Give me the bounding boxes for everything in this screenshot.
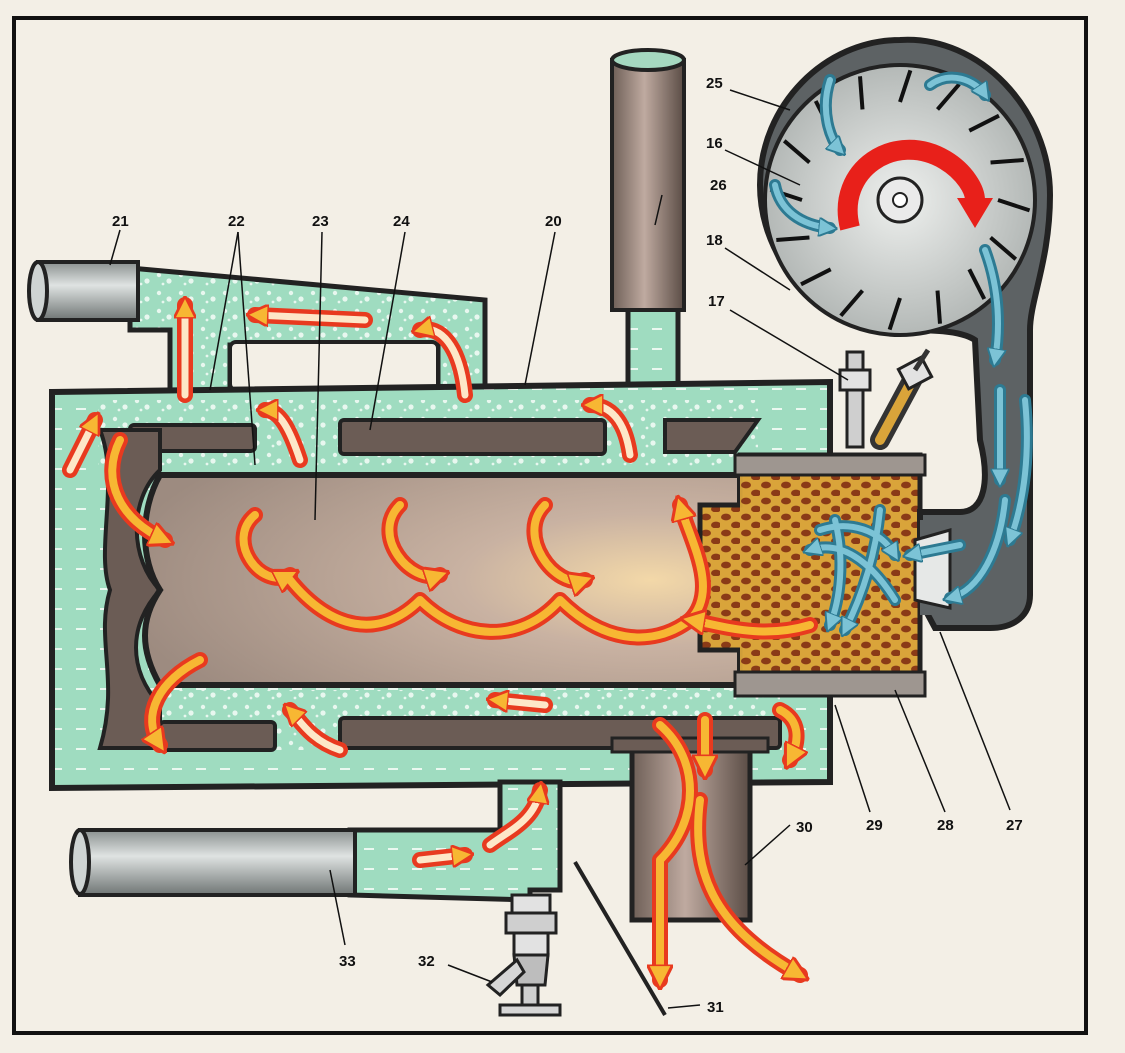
fan-blade — [935, 290, 942, 324]
pipe-33 — [78, 828, 357, 897]
fan-blade — [782, 139, 811, 165]
riser-neck — [625, 302, 681, 393]
fan-blade — [839, 289, 865, 318]
label-26: 26 — [710, 177, 727, 194]
fan-blade — [990, 158, 1024, 165]
fan-blade — [776, 235, 810, 242]
label-33: 33 — [339, 953, 356, 970]
fan-blade — [967, 268, 987, 300]
label-27: 27 — [1006, 817, 1023, 834]
end-cap — [97, 428, 163, 750]
fan-blade — [989, 235, 1018, 261]
label-22: 22 — [228, 213, 245, 230]
pipe-21 — [36, 260, 140, 322]
leader-lines — [109, 89, 1011, 1009]
baffle-upper-2 — [338, 418, 607, 456]
fan-blade — [898, 69, 913, 103]
label-20: 20 — [545, 213, 562, 230]
label-30: 30 — [796, 819, 813, 836]
fan-blade — [935, 82, 961, 111]
glow-plug — [845, 350, 865, 449]
label-16: 16 — [706, 135, 723, 152]
burner-gauze — [740, 470, 910, 680]
fan-blade — [887, 297, 902, 331]
label-21: 21 — [112, 213, 129, 230]
pipe-26 — [610, 58, 686, 312]
label-28: 28 — [937, 817, 954, 834]
fan-blade — [997, 198, 1031, 213]
label-23: 23 — [312, 213, 329, 230]
baffle-upper-3 — [663, 418, 762, 454]
fan-blade — [858, 76, 865, 110]
drain-tap — [485, 893, 562, 1017]
flow-arrows — [62, 71, 1033, 980]
fan-blades — [769, 69, 1031, 331]
label-24: 24 — [393, 213, 410, 230]
label-32: 32 — [418, 953, 435, 970]
part-labels: 21 22 23 24 20 26 25 16 18 17 29 28 27 3… — [112, 75, 1023, 1016]
baffle-lower-1 — [158, 720, 277, 752]
label-17: 17 — [708, 293, 725, 310]
label-31: 31 — [707, 999, 724, 1016]
clockwise-arrow-icon — [837, 139, 985, 231]
fan-blade — [968, 113, 1000, 133]
label-29: 29 — [866, 817, 883, 834]
fan-blade — [800, 267, 832, 287]
pipes — [27, 48, 770, 1017]
label-25: 25 — [706, 75, 723, 92]
label-18: 18 — [706, 232, 723, 249]
